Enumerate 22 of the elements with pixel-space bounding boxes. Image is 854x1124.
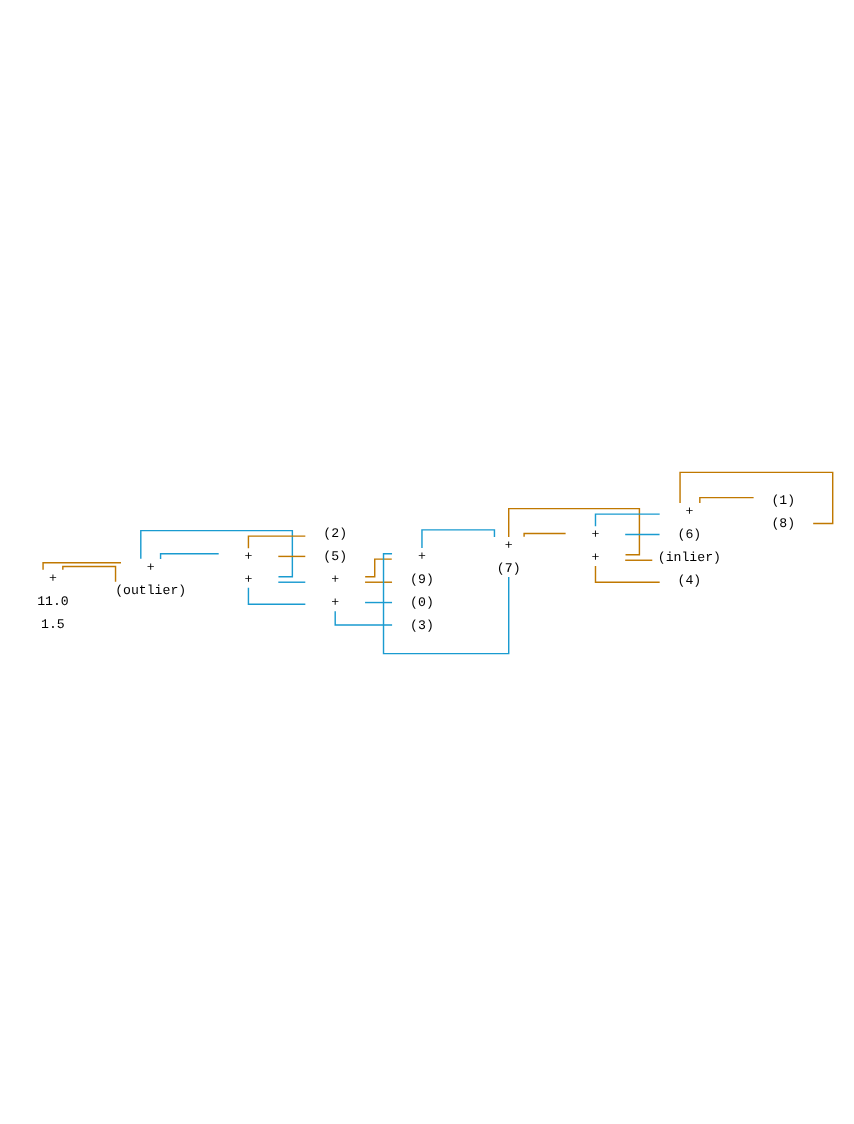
connector — [507, 506, 640, 555]
connector — [593, 512, 660, 526]
connector — [678, 470, 833, 524]
connector — [522, 531, 566, 537]
connector — [363, 580, 392, 582]
connector — [276, 580, 305, 582]
connector — [363, 557, 392, 577]
connector — [276, 554, 305, 557]
connector — [381, 551, 509, 654]
connector — [363, 600, 392, 603]
connector — [333, 609, 392, 625]
connector — [139, 528, 293, 577]
connector — [698, 495, 754, 503]
connector — [61, 564, 116, 582]
connector — [158, 551, 219, 559]
connector — [593, 564, 660, 582]
connector — [246, 586, 306, 604]
connector — [420, 528, 495, 548]
connector — [246, 534, 306, 548]
connector — [41, 561, 121, 570]
connector — [623, 558, 652, 560]
connector — [623, 532, 660, 535]
